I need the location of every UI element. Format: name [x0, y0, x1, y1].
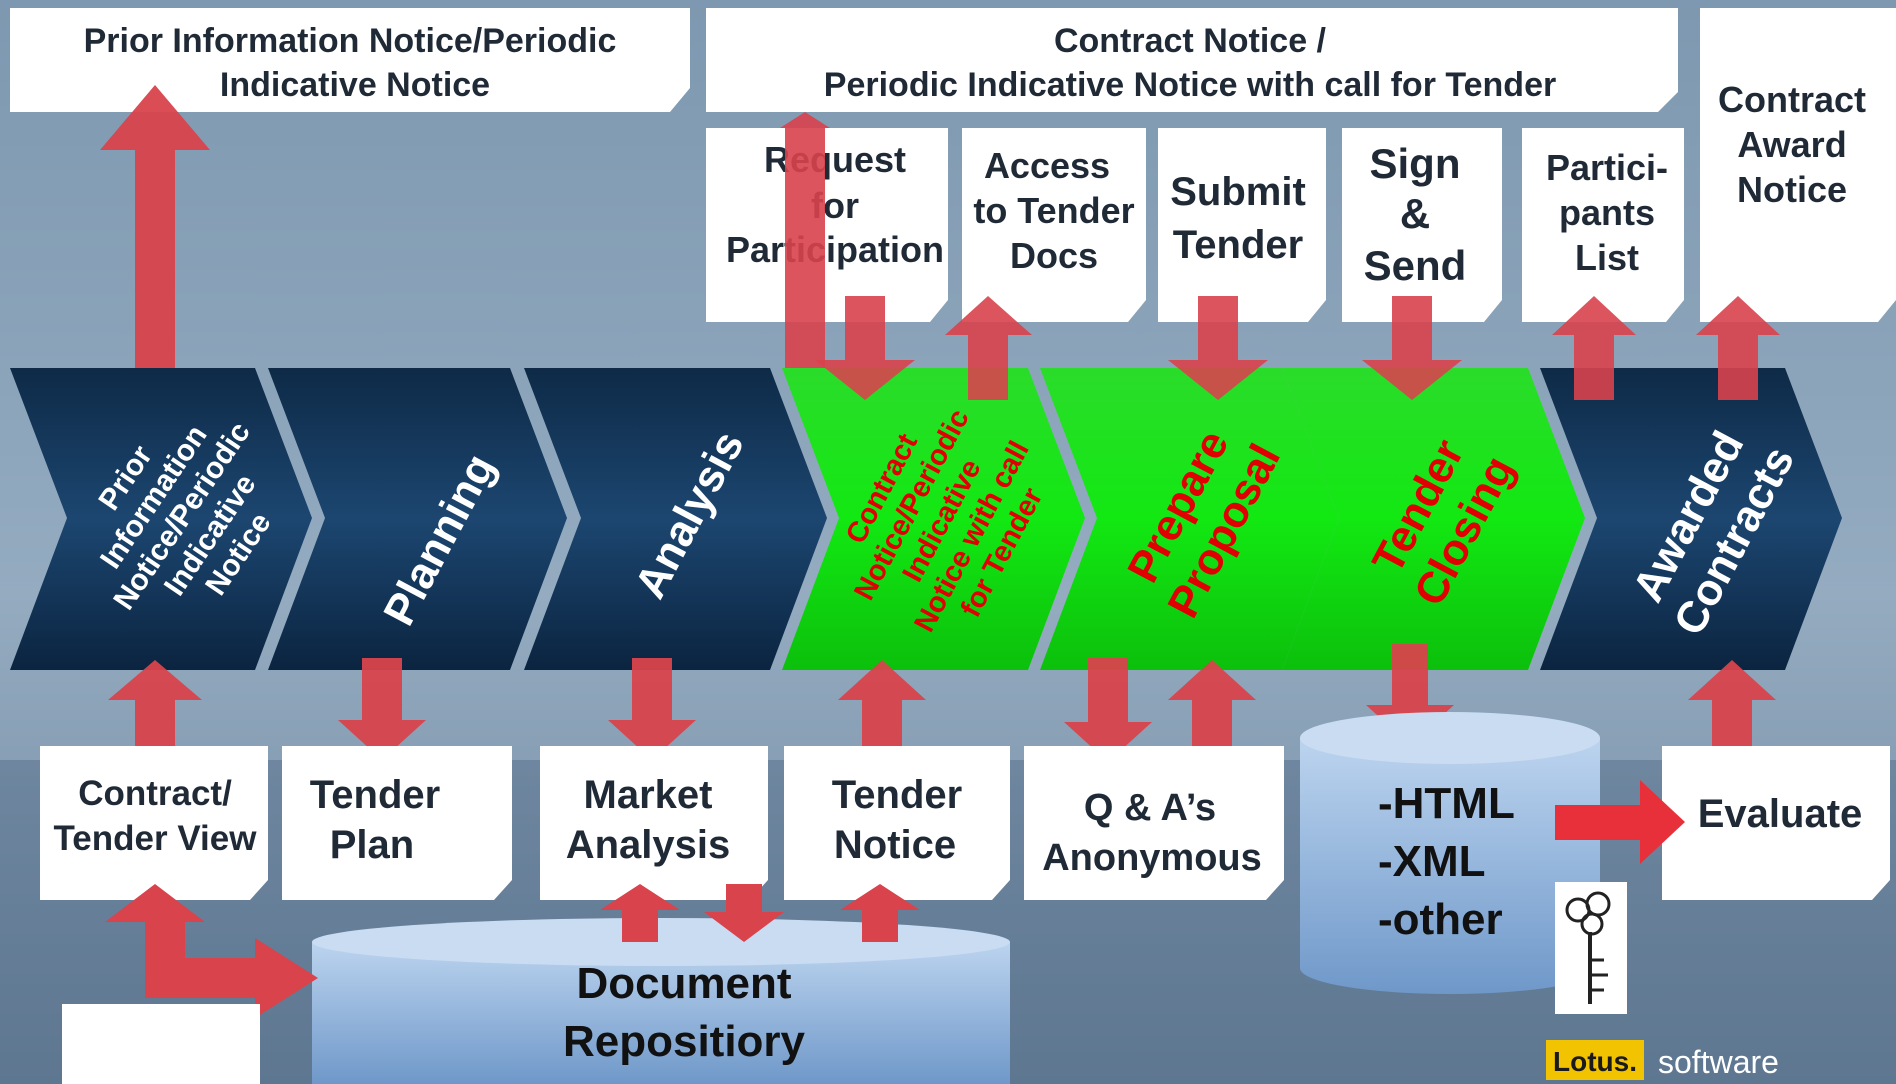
- note-qa-anonymous: Q & A’s Anonymous: [1024, 746, 1284, 900]
- note-contract-tender-view: Contract/ Tender View: [40, 746, 268, 900]
- arrow-up-access: [945, 296, 1032, 400]
- note-contract-notice: Contract Notice / Periodic Indicative No…: [706, 8, 1678, 112]
- note-evaluate: Evaluate: [1662, 746, 1890, 900]
- note-participants-line1: Partici-: [1546, 147, 1668, 188]
- database-line3: -other: [1378, 895, 1503, 944]
- chevron-tender-closing: Tender Closing: [1282, 368, 1585, 670]
- note-submit-line2: Tender: [1173, 223, 1303, 267]
- note-sign-send: Sign & Send: [1342, 128, 1502, 322]
- note-request-participation: Request for Participation: [706, 128, 948, 322]
- lotus-software-logo: Lotus. software: [1546, 1040, 1779, 1080]
- repository-line1: Document: [576, 959, 791, 1008]
- note-participants-line2: pants: [1559, 192, 1655, 233]
- note-contract-line1: Contract Notice /: [1054, 22, 1327, 60]
- repository-line2: Repositiory: [563, 1017, 806, 1066]
- note-sign-line2: &: [1400, 190, 1430, 237]
- database-line1: -HTML: [1378, 779, 1515, 828]
- chevron-prior-information: Prior Information Notice/Periodic Indica…: [10, 368, 312, 670]
- arrow-up-contract-view: [108, 660, 202, 762]
- note-participants-line3: List: [1575, 237, 1639, 278]
- note-qa-line2: Anonymous: [1042, 837, 1262, 879]
- note-evaluate-line1: Evaluate: [1698, 792, 1863, 836]
- note-plan-line1: Tender: [310, 773, 440, 817]
- note-tnotice-line1: Tender: [832, 773, 962, 817]
- arrow-down-market: [608, 658, 696, 760]
- arrow-down-tender-plan: [338, 658, 426, 760]
- arrow-up-contract-notice: [780, 112, 830, 368]
- note-view-line2: Tender View: [54, 819, 258, 858]
- note-qa-line1: Q & A’s: [1084, 787, 1216, 829]
- note-access-tender-docs: Access to Tender Docs: [962, 128, 1146, 322]
- note-view-line1: Contract/: [78, 774, 232, 813]
- note-submit-tender: Submit Tender: [1158, 128, 1326, 322]
- arrow-right-evaluate: [1555, 780, 1685, 864]
- note-tnotice-line2: Notice: [834, 823, 956, 867]
- arrow-up-tender-notice-from-repo: [840, 884, 920, 942]
- database-formats: -HTML -XML -other: [1300, 712, 1600, 994]
- note-access-line2: to Tender: [973, 190, 1134, 231]
- document-repository: Document Repositiory: [312, 918, 1010, 1084]
- note-market-analysis: Market Analysis: [540, 746, 768, 900]
- note-award-line3: Notice: [1737, 169, 1847, 210]
- note-sign-line1: Sign: [1370, 140, 1461, 187]
- chevron-contract-notice: Contract Notice/Periodic Indicative Noti…: [782, 368, 1085, 670]
- arrow-up-qa: [1168, 660, 1256, 762]
- arrow-up-award: [1696, 296, 1780, 400]
- chevron-analysis: Analysis: [524, 368, 827, 670]
- arrow-down-qa: [1064, 658, 1152, 762]
- chevron-prepare-proposal: Prepare Proposal: [1040, 368, 1339, 670]
- note-prior-line2: Indicative Notice: [220, 66, 490, 104]
- note-award-line1: Contract: [1718, 79, 1866, 120]
- note-access-line1: Access: [984, 145, 1110, 186]
- note-contract-line2: Periodic Indicative Notice with call for…: [824, 66, 1556, 104]
- note-prior-line1: Prior Information Notice/Periodic: [84, 22, 617, 60]
- note-tender-notice: Tender Notice: [784, 746, 1010, 900]
- arrow-contract-view-to-repo: [105, 884, 318, 1018]
- note-market-line2: Analysis: [566, 823, 731, 867]
- arrow-up-tender-notice: [838, 660, 926, 762]
- chevron-awarded-contracts: Awarded Contracts: [1540, 368, 1842, 670]
- note-award-line2: Award: [1737, 124, 1846, 165]
- note-prior-information: Prior Information Notice/Periodic Indica…: [10, 8, 690, 112]
- arrow-up-participants: [1552, 296, 1636, 400]
- logo-software: software: [1658, 1044, 1779, 1080]
- arrow-down-submit: [1168, 296, 1268, 400]
- logo-lotus: Lotus.: [1553, 1046, 1637, 1077]
- arrow-up-market-from-repo: [600, 884, 680, 942]
- note-sign-line3: Send: [1364, 242, 1467, 289]
- note-participants-list: Partici- pants List: [1522, 128, 1684, 322]
- note-plan-line2: Plan: [330, 823, 414, 867]
- arrow-down-request: [815, 296, 915, 400]
- arrow-up-evaluate: [1688, 660, 1776, 762]
- note-submit-line1: Submit: [1170, 170, 1306, 214]
- note-market-line1: Market: [584, 773, 713, 817]
- note-tender-plan: Tender Plan: [282, 746, 512, 900]
- key-seal-icon: [1555, 882, 1627, 1014]
- arrow-down-sign: [1362, 296, 1462, 400]
- note-access-line3: Docs: [1010, 235, 1098, 276]
- blank-box: [62, 1004, 260, 1084]
- arrow-down-repo-from-market: [704, 884, 784, 942]
- chevron-planning: Planning: [268, 368, 567, 670]
- database-line2: -XML: [1378, 837, 1486, 886]
- arrow-up-prior-notice: [100, 85, 210, 368]
- note-request-line3: Participation: [726, 229, 944, 270]
- note-contract-award: Contract Award Notice: [1700, 8, 1896, 322]
